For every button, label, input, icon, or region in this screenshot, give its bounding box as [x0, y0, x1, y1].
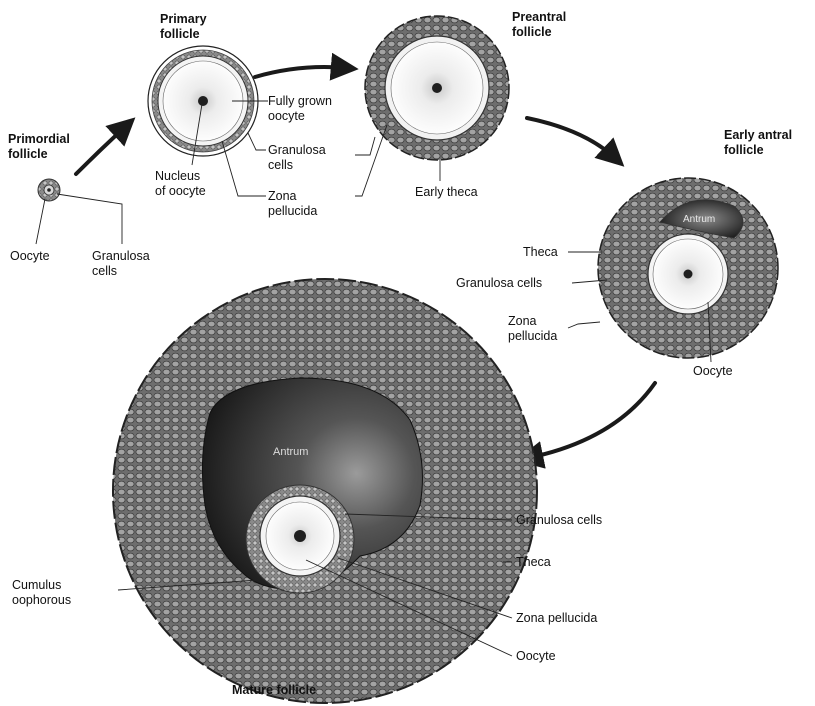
early-antral-zona-label: Zona pellucida	[508, 314, 557, 343]
primordial-oocyte-label: Oocyte	[10, 249, 50, 263]
mature-zona-label: Zona pellucida	[516, 611, 597, 625]
preantral-theca-label: Early theca	[415, 185, 478, 199]
mature-cumulus-label: Cumulus oophorous	[12, 578, 71, 607]
arrow-early-antral-to-mature	[528, 383, 655, 458]
preantral-title: Preantral follicle	[512, 10, 570, 39]
mature-granulosa-label: Granulosa cells	[516, 513, 602, 527]
primary-title: Primary follicle	[160, 12, 210, 41]
mature-oocyte-label: Oocyte	[516, 649, 556, 663]
preantral-follicle	[365, 16, 509, 160]
primary-nucleus-label: Nucleus of oocyte	[155, 169, 206, 198]
mature-theca-label: Theca	[516, 555, 551, 569]
early-antral-oocyte-label: Oocyte	[693, 364, 733, 378]
mature-title: Mature follicle	[232, 683, 316, 697]
early-antral-title: Early antral follicle	[724, 128, 796, 157]
primordial-follicle	[38, 179, 60, 201]
arrow-primary-to-preantral	[255, 67, 346, 77]
early-antral-theca-label: Theca	[523, 245, 558, 259]
mature-follicle	[113, 279, 537, 703]
early-antral-follicle	[598, 178, 778, 358]
early-antral-antrum-label: Antrum	[683, 214, 715, 225]
primary-granulosa-label: Granulosa cells	[268, 143, 329, 172]
primary-oocyte-label: Fully grown oocyte	[268, 94, 335, 123]
primordial-title: Primordial follicle	[8, 132, 73, 161]
early-antral-granulosa-label: Granulosa cells	[456, 276, 542, 290]
primary-zona-label: Zona pellucida	[268, 189, 317, 218]
arrow-preantral-to-early-antral	[527, 118, 615, 158]
arrow-primordial-to-primary	[76, 126, 126, 174]
mature-antrum-label: Antrum	[273, 446, 308, 458]
primordial-granulosa-label: Granulosa cells	[92, 249, 153, 278]
